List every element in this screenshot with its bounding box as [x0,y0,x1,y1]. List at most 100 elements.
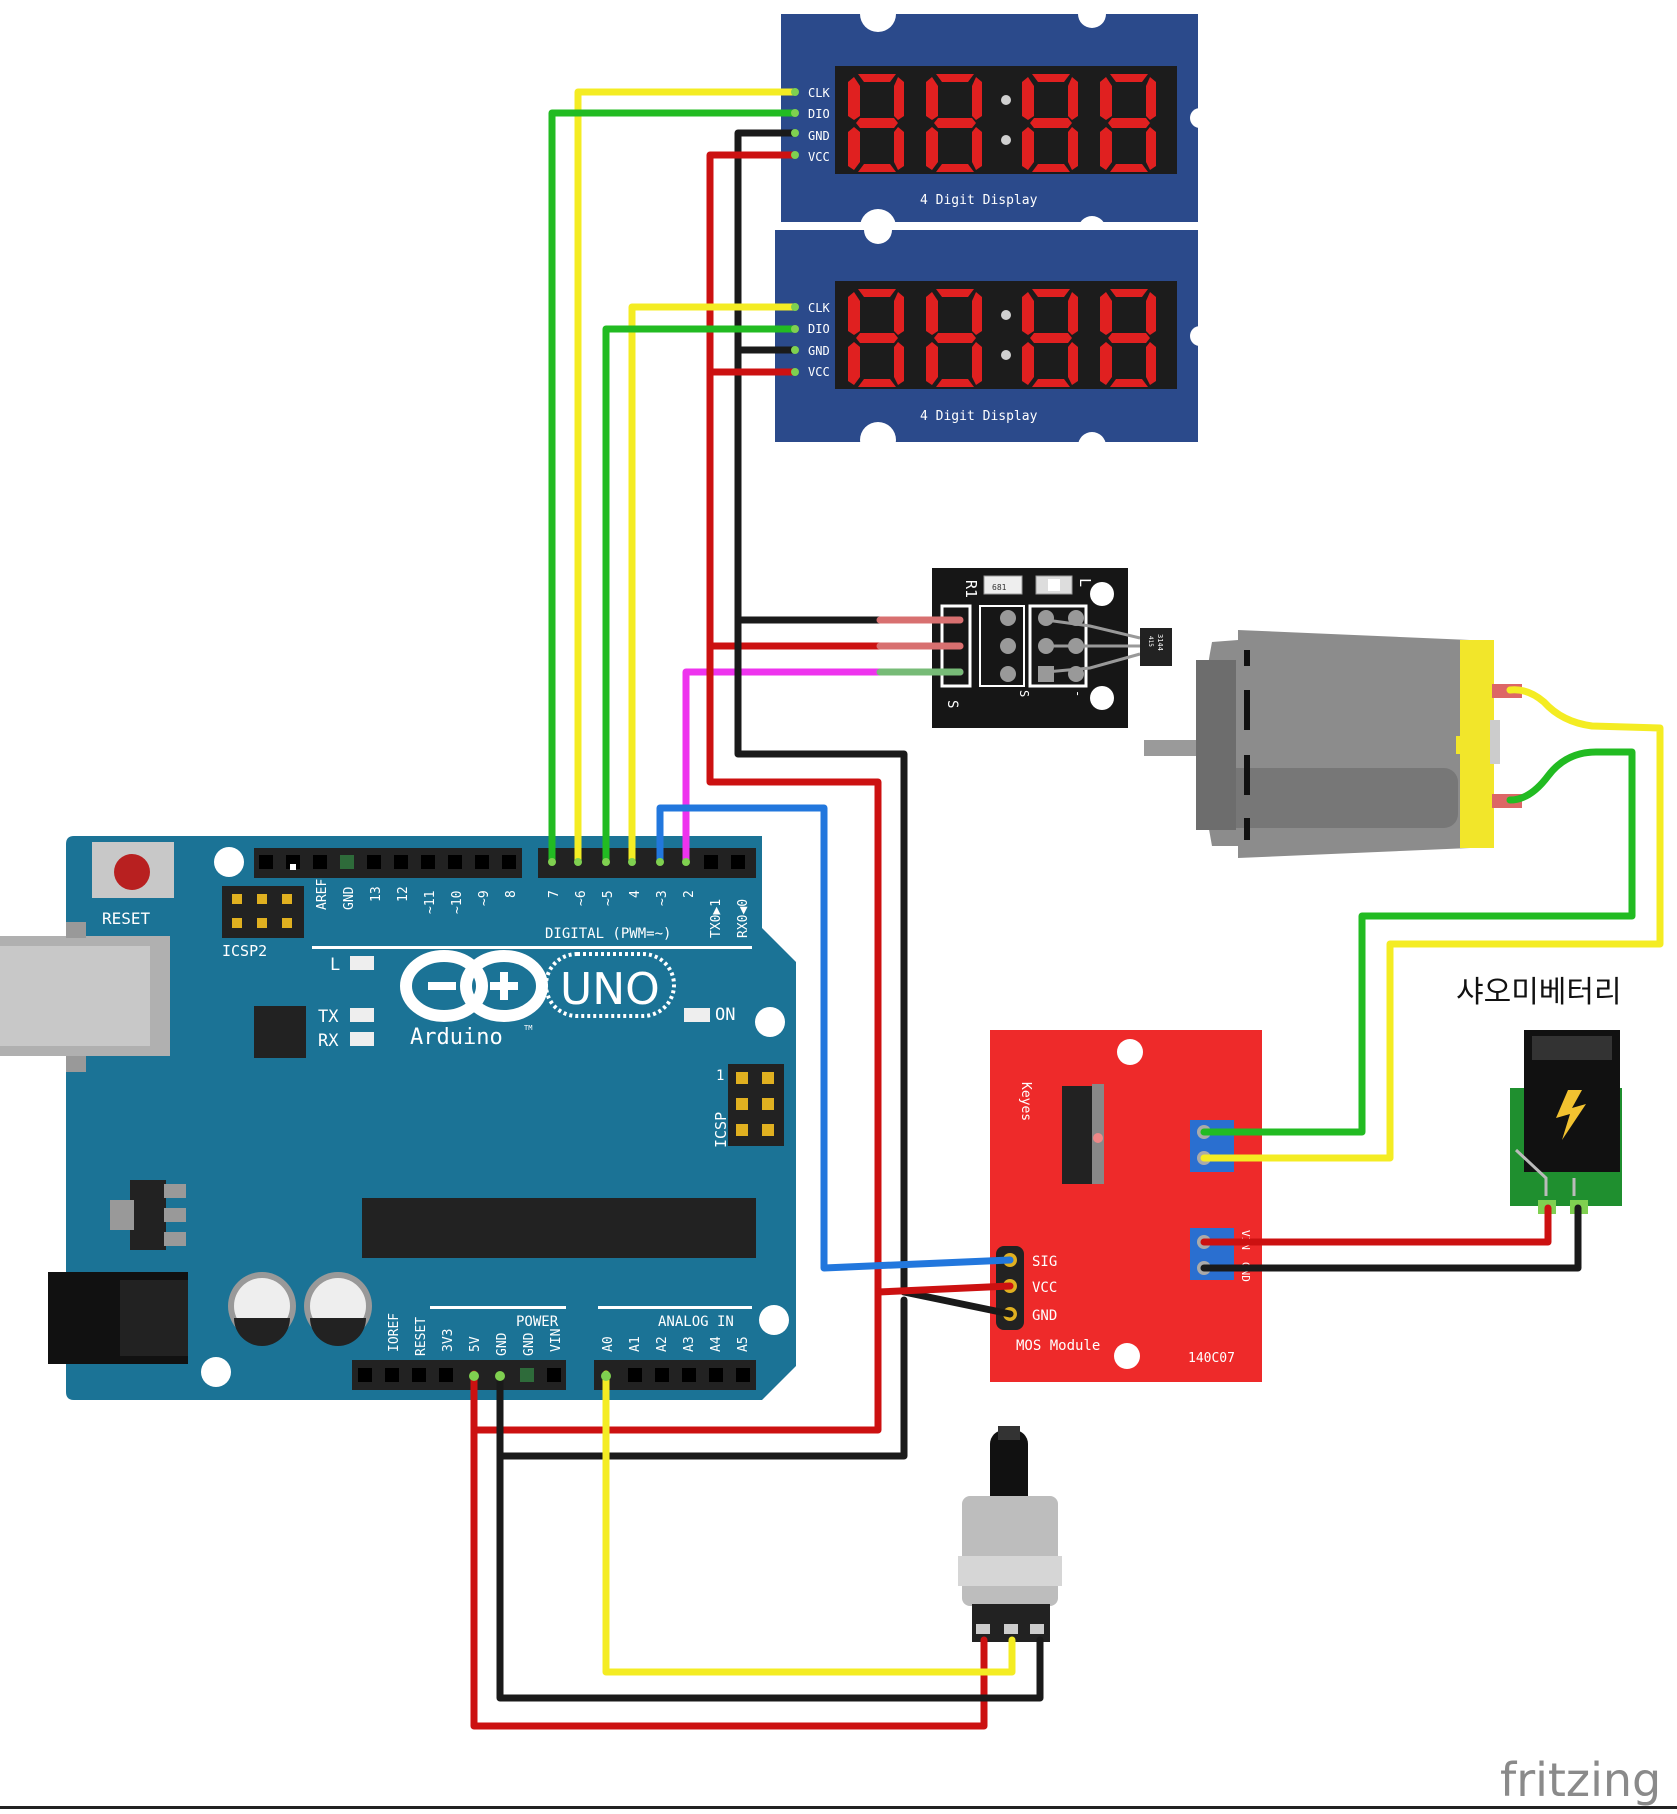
pin-label-gnd: GND [808,129,830,143]
wire-gnd-pot[interactable] [496,1370,1044,1702]
chip-label-a: 3144 [1156,634,1164,651]
pin-11: ~11 [423,891,438,914]
pin-5v: 5V [468,1336,483,1352]
pin-a4: A4 [709,1336,724,1352]
icsp-pin1-label: 1 [716,1068,724,1084]
resistor-label: 681 [992,583,1007,592]
brand-label: Keyes [1018,1082,1033,1121]
digital-label: DIGITAL (PWM=~) [545,926,671,942]
voltage-regulator [130,1180,166,1250]
pin-10: ~10 [450,891,465,914]
digital-header-right [538,848,756,878]
s-label-2: S [1017,690,1031,697]
display-caption: 4 Digit Display [920,409,1038,424]
pin-ioref: IOREF [387,1313,402,1352]
icsp-label: ICSP [712,1112,730,1148]
pin-vin: VIN [549,1329,564,1352]
pin-7: 7 [547,890,562,898]
terminal-block-power[interactable] [1190,1228,1234,1280]
pin-label-clk: CLK [808,86,830,100]
pin-gnd: GND [342,886,357,910]
wire-display1-gnd[interactable] [734,129,799,628]
led-l-label: L [330,955,340,975]
arduino-uno-board: RESET ICSP2 AREF GND 13 12 ~11 ~10 ~9 8 [0,836,796,1400]
wire-5v-pot[interactable] [470,1370,988,1730]
atmega-chip [362,1198,756,1258]
pin-label-vcc: VCC [808,365,830,379]
reset-label: RESET [102,909,151,928]
wire-motor-pos[interactable] [1200,686,1664,1162]
usb-chip [254,1006,306,1058]
module-title: MOS Module [1016,1338,1100,1354]
potentiometer[interactable] [958,1426,1062,1642]
pin-a1: A1 [628,1336,643,1352]
wire-display1-clk[interactable] [574,88,799,866]
hall-sensor-chip [1140,628,1172,666]
r1-label: R1 [962,580,980,598]
vcc-label: VCC [1032,1280,1057,1296]
logo-arduino: Arduino [410,1025,503,1050]
wire-display1-vcc[interactable] [706,151,799,650]
led-on-label: ON [715,1005,735,1025]
wire-gnd-trunk[interactable] [734,616,1014,1318]
terminal-block-load[interactable] [1190,1120,1234,1172]
analog-label: ANALOG IN [658,1314,734,1330]
wire-motor-neg[interactable] [1200,748,1636,1136]
wire-a0-pot[interactable] [602,1370,1016,1676]
module-code: 140C07 [1188,1351,1235,1366]
wire-display2-dio[interactable] [602,325,799,866]
pin-3v3: 3V3 [441,1329,456,1352]
arduino-pcb [66,836,796,1400]
wire-endpoints [469,88,799,1381]
sig-label: SIG [1032,1254,1057,1270]
battery-label: 샤오미베터리 [1456,975,1622,1010]
arduino-logo: UNO Arduino TM [400,950,676,1050]
wire-gnd-trunk2[interactable] [496,1296,908,1460]
pin-gnd-1: GND [495,1332,510,1356]
chip-label-b: 415 [1147,636,1154,647]
pin-label-gnd: GND [808,344,830,358]
pin-8: 8 [504,890,519,898]
analog-header [594,1360,756,1390]
pin-12: 12 [396,886,411,902]
led-rx-label: RX [318,1031,339,1051]
pin-label-clk: CLK [808,301,830,315]
pin-3: ~3 [655,890,670,906]
pin-6: ~6 [574,890,589,906]
pin-9: ~9 [477,890,492,906]
wire-battery-pos[interactable] [1200,1204,1552,1246]
hall-sensor-module: 681 R1 L 3144 415 S S - [932,568,1172,728]
motor-shaft [1144,740,1196,756]
wire-hall-signal[interactable] [682,668,964,866]
minus-label: - [1071,690,1085,697]
s-label: S [944,700,960,708]
pin-label-vcc: VCC [808,150,830,164]
pin-a0: A0 [601,1336,616,1352]
pot-body [962,1496,1058,1606]
mos-module: Keyes + - VIN GND SIG VCC GND MOS Module… [990,1030,1262,1382]
pin-13: 13 [369,886,384,902]
pin-reset: RESET [414,1317,429,1356]
dc-motor [1144,630,1522,858]
pin-a2: A2 [655,1336,670,1352]
wire-pwm-sig[interactable] [656,804,1014,1272]
wire-display1-dio[interactable] [548,109,799,866]
display-module-top: CLK DIO GND VCC 4 Digit Display [781,0,1210,245]
display-module-bottom: CLK DIO GND VCC 4 Digit Display [775,216,1210,460]
logo-uno: UNO [560,964,660,1015]
pin-label-dio: DIO [808,322,830,336]
pin-rx0: RX0◀0 [736,899,751,938]
wire-vcc-trunk[interactable] [706,642,1014,1296]
pin-gnd-2: GND [522,1332,537,1356]
pin-tx0: TX0▶1 [709,899,724,938]
led-tx-label: TX [318,1007,339,1027]
lightning-icon [1556,1090,1586,1140]
pin-label-dio: DIO [808,107,830,121]
wire-display2-clk[interactable] [628,303,799,866]
display-caption: 4 Digit Display [920,193,1038,208]
power-label: POWER [516,1314,559,1330]
mos-board [990,1030,1262,1382]
wire-battery-neg[interactable] [1200,1204,1582,1272]
